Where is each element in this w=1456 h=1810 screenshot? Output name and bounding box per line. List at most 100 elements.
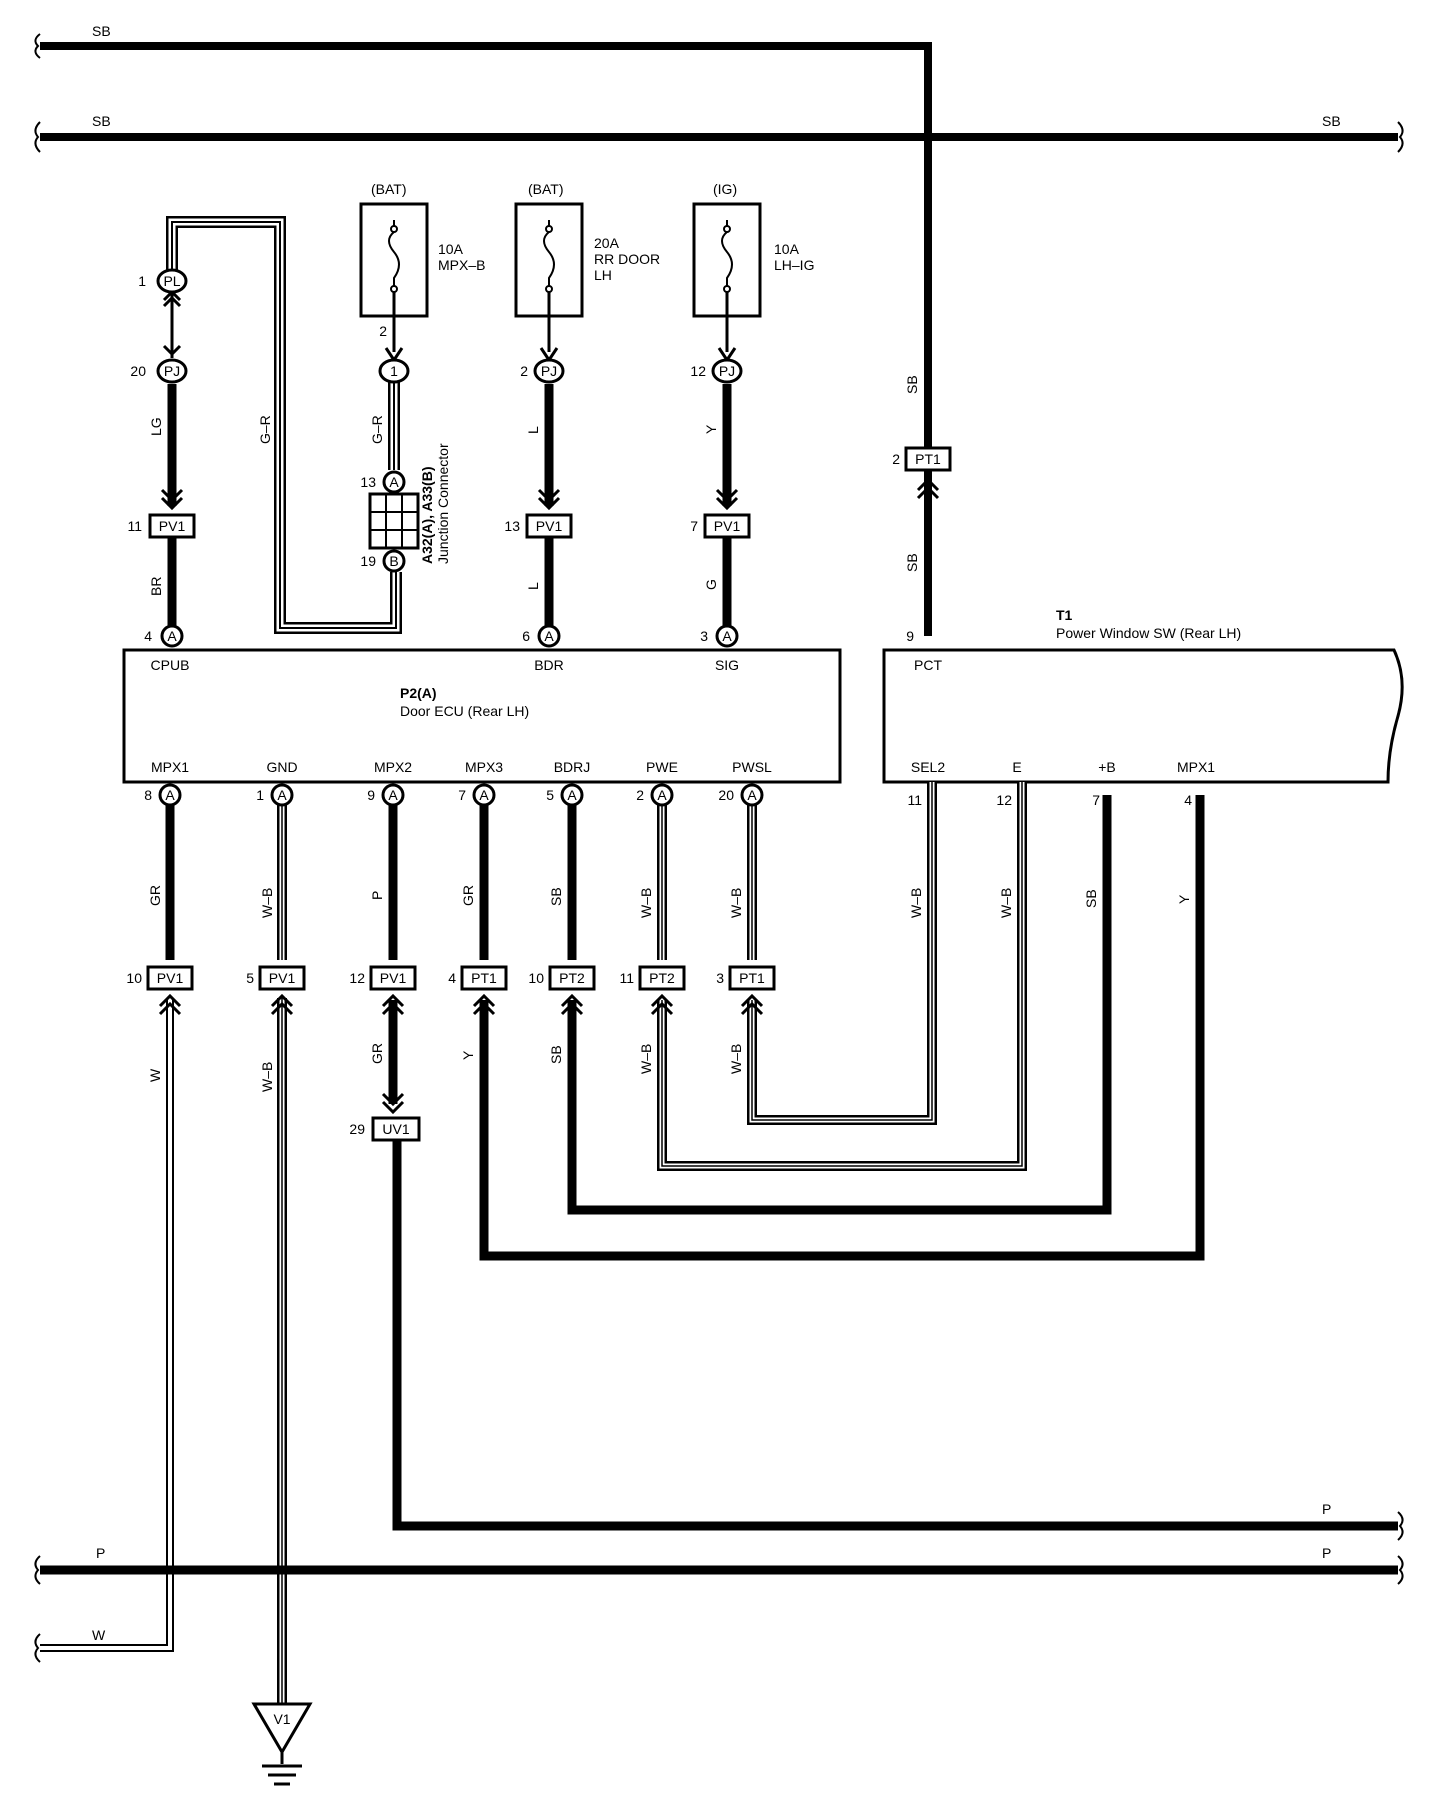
- connector-pv1-5: PV1 5: [246, 965, 306, 991]
- pin-number: 7: [1092, 792, 1100, 808]
- ecu-id: P2(A): [400, 685, 437, 701]
- p-bus-lower-left-label: P: [96, 1545, 105, 1561]
- pin-number: 3: [716, 970, 724, 986]
- pin-label: BDR: [534, 657, 564, 673]
- pin-number: 1: [138, 273, 146, 289]
- mid-sb-left-label: SB: [92, 113, 111, 129]
- door-ecu-box: CPUB BDR SIG P2(A) Door ECU (Rear LH) MP…: [122, 648, 842, 784]
- pin-number: 8: [144, 787, 152, 803]
- junction-letter-a: A: [389, 474, 399, 490]
- wire-label: GR: [147, 885, 163, 906]
- pin-number: 12: [349, 970, 365, 986]
- connector-name: PV1: [269, 970, 296, 986]
- connector-pt2-11: PT2 11: [619, 965, 686, 991]
- pin-number: 5: [546, 787, 554, 803]
- pin-label: CPUB: [151, 657, 190, 673]
- pin-label: MPX1: [151, 759, 189, 775]
- junction-letter-b: B: [389, 553, 398, 569]
- pin-conn: A: [165, 787, 175, 803]
- p-bus-lower: P P: [34, 1545, 1404, 1585]
- pin-label: E: [1012, 759, 1021, 775]
- wire-label: W–B: [998, 888, 1014, 918]
- connector-name: PV1: [714, 518, 741, 534]
- pin-number: 11: [127, 518, 142, 534]
- pin-conn: A: [567, 787, 577, 803]
- connector-name: PJ: [164, 363, 180, 379]
- pin-number: 7: [690, 518, 698, 534]
- pin-label: PWE: [646, 759, 678, 775]
- connector-pt2-10: PT2 10: [528, 965, 596, 991]
- pin-number: 11: [619, 970, 634, 986]
- pin-label: MPX2: [374, 759, 412, 775]
- connector-name: PV1: [159, 518, 186, 534]
- wire-label: W–B: [638, 1044, 654, 1074]
- fuse-source: (BAT): [528, 181, 564, 197]
- mpx2-wire: P: [381, 805, 1404, 1541]
- wire-label: W: [147, 1068, 163, 1082]
- pin-number: 4: [448, 970, 456, 986]
- pt1-chevron: [916, 477, 940, 500]
- wire-label: W–B: [638, 888, 654, 918]
- connector-name: PL: [163, 273, 180, 289]
- connector-pj20: PJ 20: [130, 358, 188, 384]
- pin-number: 10: [528, 970, 544, 986]
- y-g-wire: [715, 292, 739, 626]
- pin-label: PCT: [914, 657, 942, 673]
- connector-pv1-11: PV1 11: [127, 513, 196, 539]
- pin-conn: A: [722, 628, 732, 644]
- connector-pt1-4: PT1 4: [448, 965, 508, 991]
- pin-number: 11: [907, 792, 922, 808]
- pin-number: 5: [246, 970, 254, 986]
- wire-label: SB: [548, 1045, 564, 1064]
- pin-label: BDRJ: [554, 759, 591, 775]
- connector-name: PV1: [380, 970, 407, 986]
- connector-name: UV1: [382, 1121, 409, 1137]
- connector-name: PV1: [157, 970, 184, 986]
- lower-chevrons: [158, 993, 764, 1016]
- ecu-top-pins: A 4 A 6 A 3 9: [144, 624, 914, 648]
- wire-label: GR: [369, 1043, 385, 1064]
- wire-label: W–B: [908, 888, 924, 918]
- junction-name: A32(A), A33(B): [419, 467, 435, 565]
- wire-label: W–B: [259, 1062, 275, 1092]
- pin-number: 2: [520, 363, 528, 379]
- ecu-name: Door ECU (Rear LH): [400, 703, 529, 719]
- pin-number: 9: [906, 628, 914, 644]
- lower-wire-labels: GR W W–B W–B P GR GR Y SB SB W–B W–B W–B…: [147, 885, 1192, 1092]
- lg-br-wire: [160, 289, 184, 626]
- switch-id: T1: [1056, 607, 1073, 623]
- pin-number: 29: [349, 1121, 365, 1137]
- fuse-name: LH–IG: [774, 257, 814, 273]
- wire-label: W–B: [728, 888, 744, 918]
- connector-name: PT1: [739, 970, 765, 986]
- l-wire: [537, 292, 561, 626]
- gr-loop-wire: [166, 216, 402, 634]
- wire-label: SB: [1083, 889, 1099, 908]
- pin-label: SIG: [715, 657, 739, 673]
- pin-conn: A: [479, 787, 489, 803]
- wire-label: W–B: [728, 1044, 744, 1074]
- connector-pl: PL 1: [138, 268, 188, 294]
- wire-label: G: [703, 579, 719, 590]
- connector-pj2: PJ 2: [520, 358, 565, 384]
- pin-number: 3: [700, 628, 708, 644]
- pin-label: GND: [266, 759, 297, 775]
- wire-label: GR: [460, 885, 476, 906]
- ground-name: V1: [273, 1711, 290, 1727]
- connector-name: PJ: [719, 363, 735, 379]
- wire-label: Y: [1176, 894, 1192, 904]
- bdrj-wire: [567, 795, 1112, 1215]
- upper-wire-labels: LG BR G–R G–R L L Y G SB SB: [148, 375, 920, 596]
- connector-name: PT2: [649, 970, 675, 986]
- pwsl-wire: [747, 782, 937, 1125]
- wire-label: LG: [148, 417, 164, 436]
- mpx1-wire: W: [34, 805, 175, 1663]
- fuse-rating: 20A: [594, 235, 620, 251]
- pin-conn: A: [388, 787, 398, 803]
- fuse-rating: 10A: [774, 241, 800, 257]
- junction-pin-a: 13: [360, 474, 376, 490]
- pin-conn: A: [277, 787, 287, 803]
- connector-pj12: PJ 12: [690, 358, 743, 384]
- mpx3-wire: [479, 795, 1205, 1261]
